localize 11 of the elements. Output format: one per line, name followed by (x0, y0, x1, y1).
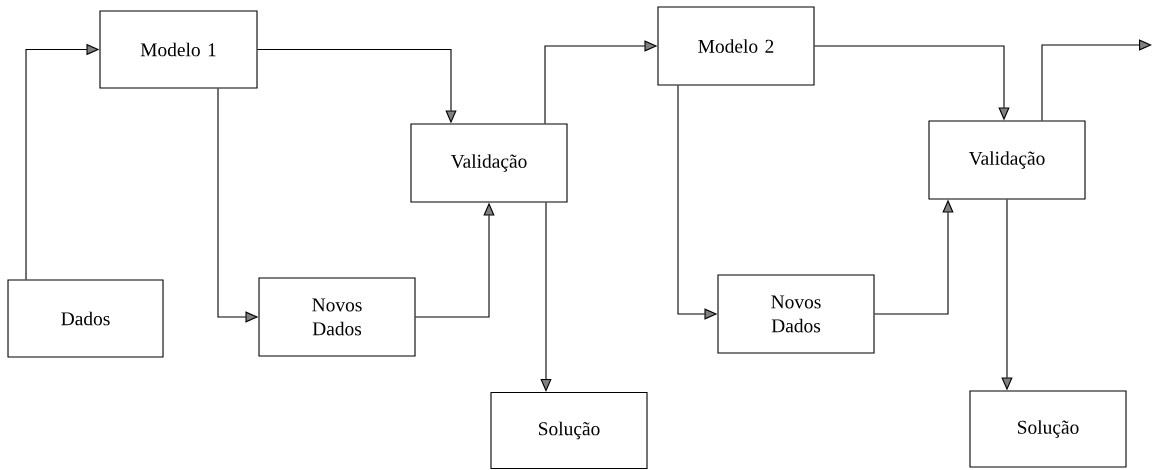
process-box: Modelo 2 (657, 6, 815, 86)
arrow (540, 202, 552, 392)
process-box: Novos Dados (717, 274, 875, 354)
process-box: Solução (490, 391, 648, 470)
process-box: Modelo 1 (99, 10, 258, 89)
process-box: Solução (969, 390, 1127, 468)
process-box: Validação (410, 123, 568, 203)
process-box: Dados (7, 279, 164, 358)
process-box: Validação (928, 120, 1086, 200)
process-box: Novos Dados (258, 277, 416, 357)
arrow (1041, 39, 1152, 121)
